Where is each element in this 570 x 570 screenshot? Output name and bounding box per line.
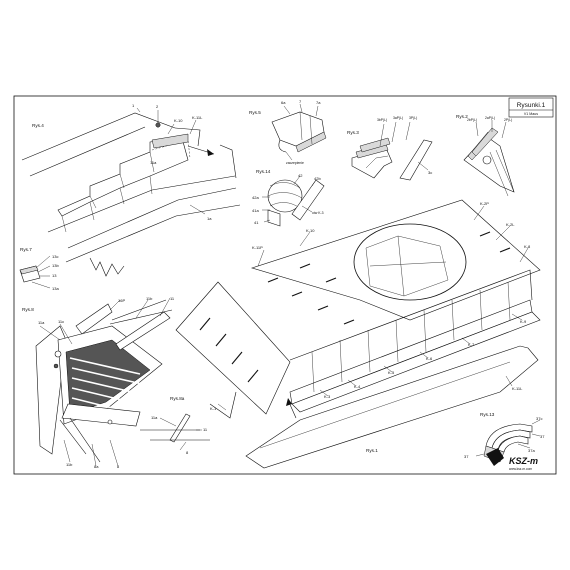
sheet-title: Rysunki.1	[517, 102, 546, 109]
label-rys13-37-left: 37	[464, 454, 469, 459]
label-k7: K-7	[468, 342, 475, 347]
label-rys4-11a: 11a	[150, 160, 157, 165]
label-rys3-3p: 3P(L)	[409, 116, 417, 120]
label-k9: K-9	[520, 319, 527, 324]
sheet-number: V1 Maus	[524, 112, 538, 116]
label-rys8-8: 8	[117, 464, 120, 469]
label-rys5-6a: 6a	[281, 100, 286, 105]
figure-rys5: Rys.5 6a 7 7a zaczepienie	[249, 99, 327, 165]
track-bars	[69, 357, 143, 409]
label-rys14-41a: 41a	[252, 208, 259, 213]
figure-rys4: Rys.4 1 2 K-10 K-11L 11a 1a	[21, 103, 241, 277]
label-rys7-13b: 13b	[52, 263, 59, 268]
label-rys2-2ap: 2aP(L)	[485, 116, 495, 120]
label-rys8-11b-top: 11b	[146, 296, 153, 301]
label-k11l: K-11L	[512, 386, 523, 391]
label-rys8-11a: 11a	[38, 320, 45, 325]
logo-emblem	[486, 448, 504, 466]
label-k4: K-4	[354, 384, 361, 389]
label-k8-top: K-8	[524, 244, 531, 249]
label-rys8a-11a: 11a	[151, 415, 158, 420]
label-rys4-k11l: K-11L	[192, 115, 203, 120]
label-rys13-37a: 37a	[528, 448, 535, 453]
caption-rys5: Rys.5	[249, 110, 261, 115]
label-rys3-3bp: 3bP(L)	[377, 118, 387, 122]
figure-rys2: Rys.2 2bP(L) 2aP(L) 2P(L)	[456, 114, 515, 197]
figure-rys3: Rys.3 3bP(L) 3aP(L) 3P(L) 3c	[347, 116, 433, 181]
label-rys5-7a: 7a	[316, 100, 321, 105]
deck-slots	[267, 231, 511, 325]
label-rys5-zaczepienie: zaczepienie	[286, 161, 304, 165]
turret-ring-opening	[353, 223, 467, 301]
label-rys7-13: 13	[52, 273, 57, 278]
label-k3: K-3	[324, 394, 331, 399]
label-rys13-37-right: 37	[540, 434, 545, 439]
label-rys14-42b: 42b	[314, 176, 321, 181]
logo-subtext: www.ksz-m.com	[509, 467, 532, 471]
label-rys7-13a: 13a	[52, 286, 59, 291]
caption-rys8: Rys.8	[22, 307, 34, 312]
logo-text: KSZ-m	[509, 456, 538, 466]
caption-rys7: Rys.7	[20, 247, 32, 252]
label-rys8-16p: 16P	[118, 298, 125, 303]
caption-rys4: Rys.4	[32, 123, 44, 128]
label-rys8-8a: 8a	[94, 464, 99, 469]
label-rys3-3c: 3c	[428, 170, 432, 175]
label-k11p: K-11P	[252, 245, 263, 250]
ksz-logo: KSZ-m www.ksz-m.com	[486, 448, 538, 471]
label-k1: K-1	[210, 406, 217, 411]
figure-rys8a: Rys.8a 11a 11 8	[140, 396, 210, 455]
figure-rys7: Rys.7 13c 13b 13 13a	[19, 247, 59, 291]
label-rys8-11b-bottom: 11b	[66, 462, 73, 467]
glacis-slots	[199, 317, 259, 383]
label-rys2-2p: 2P(L)	[504, 118, 512, 122]
label-rys4-1a: 1a	[207, 216, 212, 221]
label-rys8a-8: 8	[186, 450, 189, 455]
label-rys14-otwk3: otw K-3	[312, 211, 324, 215]
label-k2l: K-2L	[506, 222, 515, 227]
label-rys8a-11: 11	[203, 427, 208, 432]
figure-rys14: Rys.14 42 42a 42b 41a 41 otw K-3	[252, 169, 325, 227]
label-rys8-11c: 11c	[58, 319, 64, 324]
caption-rys8a: Rys.8a	[170, 396, 185, 401]
label-k6: K-6	[426, 356, 433, 361]
label-rys2-2bp: 2bP(L)	[467, 118, 477, 122]
caption-rys2: Rys.2	[456, 114, 468, 119]
caption-rys13: Rys.13	[480, 412, 495, 417]
label-rys14-42: 42	[298, 173, 303, 178]
caption-rys3: Rys.3	[347, 130, 359, 135]
label-k10: K-10	[306, 228, 315, 233]
label-rys13-37c: 37c	[536, 416, 542, 421]
figure-rys8: Rys.8 16P 11b 11 11a 11c 11b 8a 8	[22, 296, 175, 469]
caption-rys1: Rys.1	[366, 448, 378, 453]
label-rys14-42a: 42a	[252, 195, 259, 200]
figure-rys1: K-2P K-2L K-8 K-11P K-10 K-9 K-7 K-6 K-5…	[175, 199, 541, 469]
label-rys4-k10: K-10	[174, 118, 183, 123]
label-rys7-13c: 13c	[52, 254, 58, 259]
caption-rys14: Rys.14	[256, 169, 271, 174]
label-rys14-41: 41	[254, 220, 259, 225]
label-rys4-2: 2	[156, 104, 159, 109]
label-rys3-3ap: 3aP(L)	[393, 116, 403, 120]
label-k2p: K-2P	[480, 201, 489, 206]
label-k5: K-5	[388, 370, 395, 375]
title-block: Rysunki.1 V1 Maus	[508, 97, 554, 118]
label-rys5-7: 7	[299, 99, 302, 104]
label-rys4-1: 1	[132, 103, 135, 108]
label-rys8-11: 11	[170, 296, 175, 301]
